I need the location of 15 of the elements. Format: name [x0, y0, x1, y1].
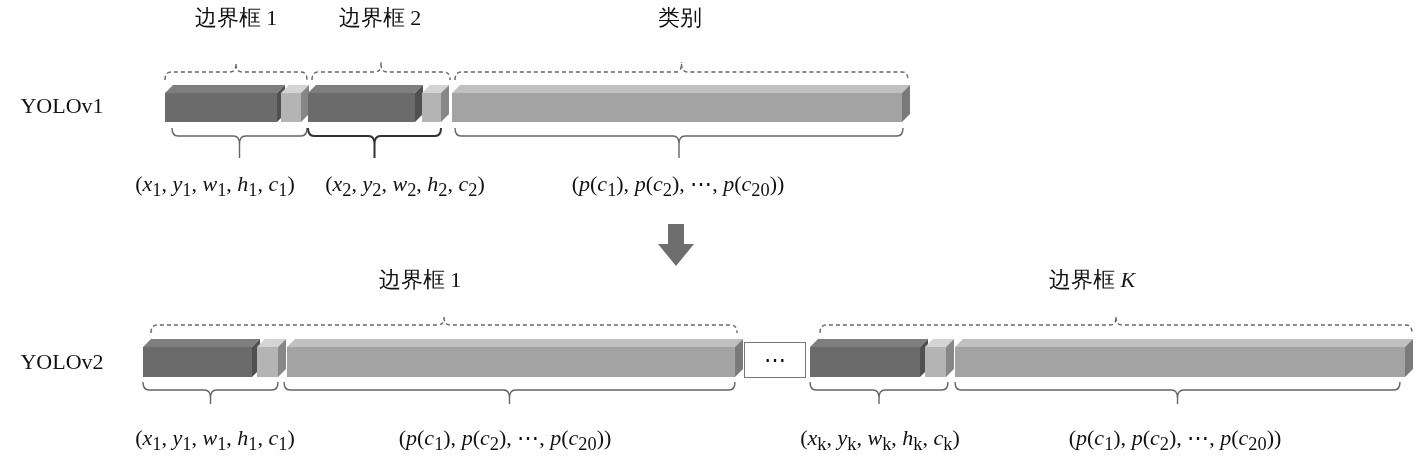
label-text: YOLOv1 [20, 95, 104, 117]
label-text: 边界框 2 [338, 7, 422, 29]
label-text: (p(c$_{1}$), p(c$_{2}$), ⋯, p(c$_{20}$)) [398, 426, 612, 454]
ellipsis-box: ⋯ [744, 342, 806, 378]
label-text: 类别 [658, 7, 702, 29]
label-text: 边界框 K [1048, 269, 1136, 291]
label-text: 边界框 1 [378, 269, 462, 291]
label-text: (p(c$_{1}$), p(c$_{2}$), ⋯, p(c$_{20}$)) [1068, 426, 1282, 454]
label-text: (x$_{1}$, y$_{1}$, w$_{1}$, h$_{1}$, c$_{1}$) [135, 426, 295, 454]
label-text: 边界框 1 [194, 7, 278, 29]
label-text: (x$_{1}$, y$_{1}$, w$_{1}$, h$_{1}$, c$_{1}$) [135, 172, 295, 200]
label-text: (x$_{k}$, y$_{k}$, w$_{k}$, h$_{k}$, c$_{k}$) [800, 426, 960, 454]
label-text: YOLOv2 [20, 351, 104, 373]
label-text: (x$_{2}$, y$_{2}$, w$_{2}$, h$_{2}$, c$_{2}$) [325, 172, 485, 200]
label-text: (p(c$_{1}$), p(c$_{2}$), ⋯, p(c$_{20}$)) [571, 172, 785, 200]
